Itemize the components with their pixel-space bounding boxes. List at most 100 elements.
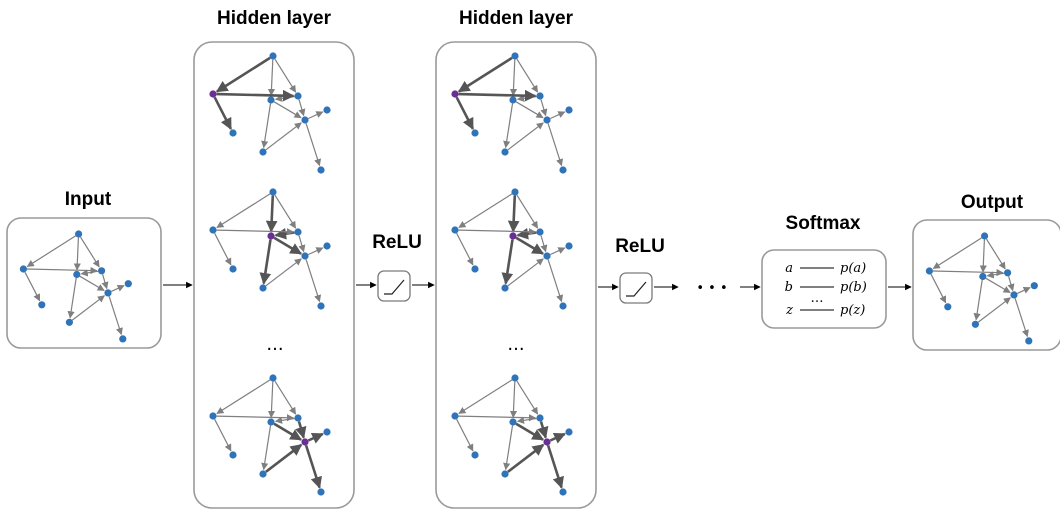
- graph-edge: [214, 232, 232, 266]
- graph-edge: [216, 379, 271, 415]
- graph-edge: [265, 122, 302, 151]
- highlighted-edge: [307, 432, 324, 444]
- graph-edge: [298, 235, 306, 253]
- graph-edge: [308, 111, 324, 120]
- graph-node: [1010, 291, 1018, 299]
- input-box: [6, 217, 162, 349]
- highlighted-edge: [265, 195, 278, 233]
- graph-edge: [261, 425, 272, 471]
- graph-edge: [516, 58, 539, 93]
- graph-node: [104, 289, 112, 297]
- graph-edge: [298, 99, 306, 117]
- graph-node: [323, 242, 331, 250]
- graph-edge: [308, 247, 324, 256]
- softmax-title: Softmax: [786, 213, 861, 234]
- graph-node: [294, 414, 302, 422]
- graph-edge: [216, 228, 295, 236]
- graph-node: [451, 226, 459, 234]
- graph-node: [559, 166, 567, 174]
- graph-node: [209, 412, 217, 420]
- hidden2-graph-1: [451, 52, 573, 174]
- graph-node: [301, 252, 309, 260]
- highlighted-edge: [216, 89, 295, 102]
- graph-edge: [515, 101, 544, 119]
- layer-chain-ellipsis: • • •: [696, 281, 727, 296]
- softmax-output-pz: p(z): [840, 303, 865, 318]
- hidden-layer-1-ellipsis: ...: [266, 334, 283, 355]
- graph-node: [323, 106, 331, 114]
- highlighted-edge: [546, 445, 564, 489]
- graph-edge: [274, 58, 297, 93]
- graph-edge: [458, 414, 537, 422]
- graph-node: [269, 374, 277, 382]
- softmax-row-ellipsis: …: [811, 291, 824, 306]
- graph-edge: [305, 123, 322, 167]
- hidden2-graph-2: [451, 188, 573, 310]
- hidden-layer-2-ellipsis: ...: [507, 334, 524, 355]
- hidden2-graph-3: [451, 374, 573, 496]
- graph-edge: [267, 59, 276, 97]
- relu-1-title: ReLU: [372, 232, 422, 253]
- graph-node: [944, 303, 952, 311]
- graph-node: [259, 148, 267, 156]
- graph-edge: [305, 259, 322, 303]
- graph-node: [979, 272, 987, 281]
- highlighted-node: [301, 438, 309, 446]
- graph-node: [229, 265, 237, 273]
- softmax-box: [761, 249, 887, 329]
- graph-node: [229, 129, 237, 137]
- hidden1-graph-3: [209, 374, 331, 496]
- graph-edge: [516, 194, 539, 229]
- graph-edge: [274, 380, 297, 415]
- softmax-input-a: a: [785, 261, 793, 276]
- highlighted-edge: [304, 445, 322, 489]
- graph-node: [509, 418, 517, 426]
- graph-edge: [71, 295, 105, 321]
- graph-edge: [267, 381, 276, 419]
- graph-node: [317, 166, 325, 174]
- highlighted-edge: [549, 432, 566, 444]
- graph-node: [511, 188, 519, 196]
- graph-node: [1025, 337, 1033, 345]
- output-box: [912, 219, 1060, 351]
- highlighted-edge: [507, 443, 545, 473]
- graph-node: [971, 320, 980, 328]
- graph-node: [209, 226, 217, 234]
- graph-node: [925, 267, 934, 275]
- graph-edge: [79, 275, 105, 292]
- graph-node: [259, 470, 267, 478]
- softmax-output-pa: p(a): [840, 261, 866, 276]
- graph-edge: [503, 103, 514, 149]
- graph-node: [511, 374, 519, 382]
- graph-edge: [214, 418, 232, 452]
- output-graph: [925, 232, 1038, 345]
- graph-edge: [509, 59, 518, 97]
- graph-node: [565, 242, 573, 250]
- graph-edge: [24, 271, 41, 302]
- highlighted-edge: [455, 96, 475, 130]
- graph-edge: [216, 414, 295, 422]
- hidden1-graph-2: [209, 188, 331, 310]
- graph-node: [119, 335, 127, 343]
- graph-node: [565, 428, 573, 436]
- graph-node: [559, 488, 567, 496]
- graph-edge: [79, 236, 100, 268]
- graph-edge: [458, 228, 537, 236]
- graph-edge: [507, 258, 544, 287]
- graph-node: [1030, 282, 1038, 290]
- highlighted-edge: [259, 239, 272, 285]
- input-graph: [19, 230, 132, 343]
- graph-edge: [261, 103, 272, 149]
- graph-node: [501, 284, 509, 292]
- softmax-input-b: b: [785, 280, 793, 295]
- graph-node: [509, 96, 517, 104]
- graph-node: [267, 96, 275, 104]
- graph-node: [471, 129, 479, 137]
- relu-1-icon: [377, 270, 411, 302]
- highlighted-edge: [213, 96, 233, 130]
- graph-node: [536, 92, 544, 100]
- graph-edge: [1017, 286, 1031, 294]
- highlighted-node: [267, 232, 275, 240]
- graph-edge: [265, 258, 302, 287]
